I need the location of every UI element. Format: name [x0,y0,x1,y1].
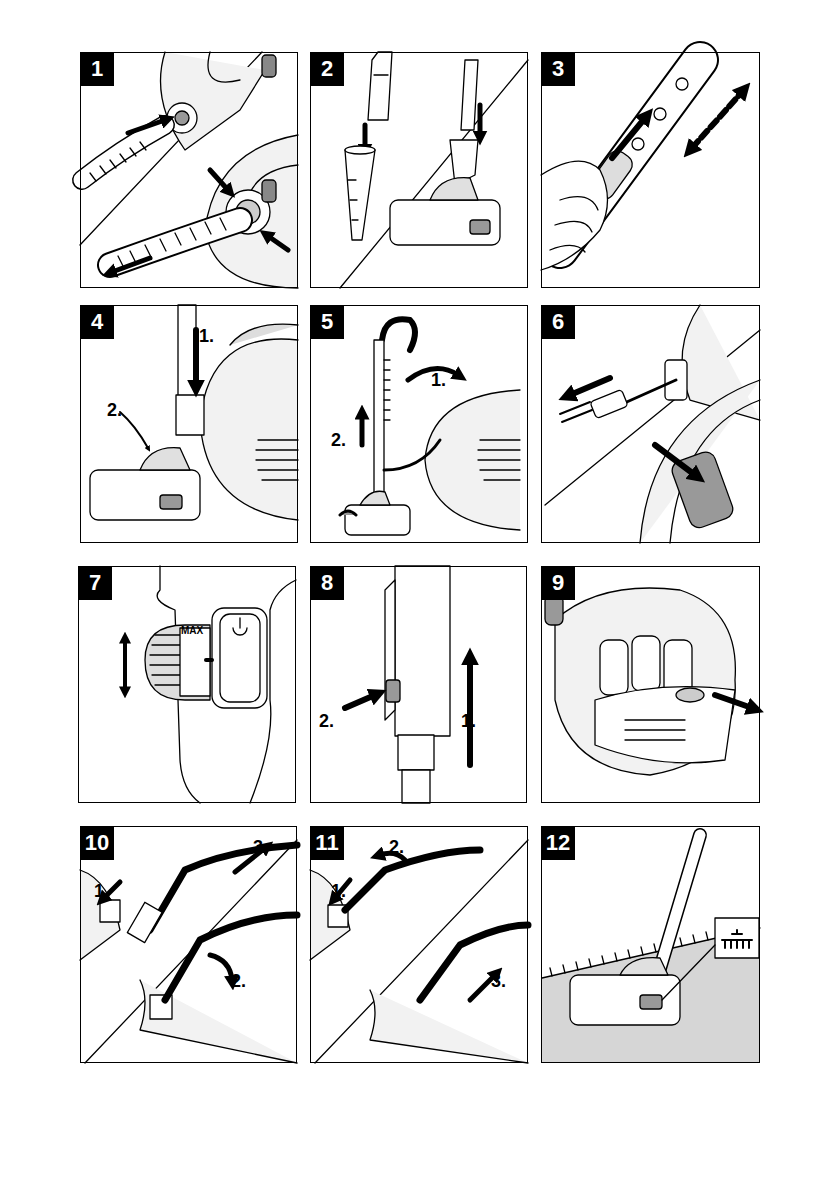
step-label: 1. [431,370,446,391]
tube-release-art [345,566,470,803]
step-label: 1. [94,881,109,902]
step-panel: 7MAX [78,566,296,803]
tube-assembly-art [340,52,528,288]
step-number: 9 [541,566,575,600]
dial-mark: MAX [181,625,203,636]
step-label: 2. [231,971,246,992]
step-number: 2 [310,52,344,86]
step-panel: 10 1. 3. 2. [80,826,297,1063]
hose-unpark-art [310,840,528,1063]
step-label: 1. [331,881,346,902]
step-label: 3. [491,971,506,992]
step-label: 1. [461,711,476,732]
step-label: 3. [253,837,268,858]
step-panel: 9 [541,566,760,803]
step-number: 1 [80,52,114,86]
step-number: 5 [310,305,344,339]
step-label: 1. [199,326,214,347]
step-panel: 3 [541,52,760,288]
parking-position-art [90,305,298,520]
step-label: 2. [331,430,346,451]
step-panel: 1 [80,52,298,288]
step-label: 2. [389,837,404,858]
step-panel: 6 [541,305,760,543]
step-number: 4 [80,305,114,339]
telescopic-tube-art [541,60,742,270]
step-panel: 4 1. 2. [80,305,298,543]
step-number: 6 [541,305,575,339]
hose-connect-art [80,52,298,288]
step-number: 7 [78,566,112,600]
step-panel: 5 1. 2. [310,305,528,543]
step-label: 2. [319,711,334,732]
step-panel: 11 2. 1. 3. [310,826,528,1063]
hose-park-art [80,840,297,1063]
storage-position-art [340,319,520,535]
step-label: 2. [107,400,122,421]
step-number: 8 [310,566,344,600]
filter-compartment-art [545,588,752,775]
step-number: 12 [541,826,575,860]
floor-setting-art [542,835,760,1062]
step-number: 11 [310,826,344,860]
step-panel: 2 [310,52,528,288]
step-number: 10 [80,826,114,860]
handle-control-art [125,566,296,803]
step-panel: 8 2. 1. [310,566,527,803]
plug-switch-art [545,305,760,543]
step-number: 3 [541,52,575,86]
step-panel: 12 [541,826,760,1063]
